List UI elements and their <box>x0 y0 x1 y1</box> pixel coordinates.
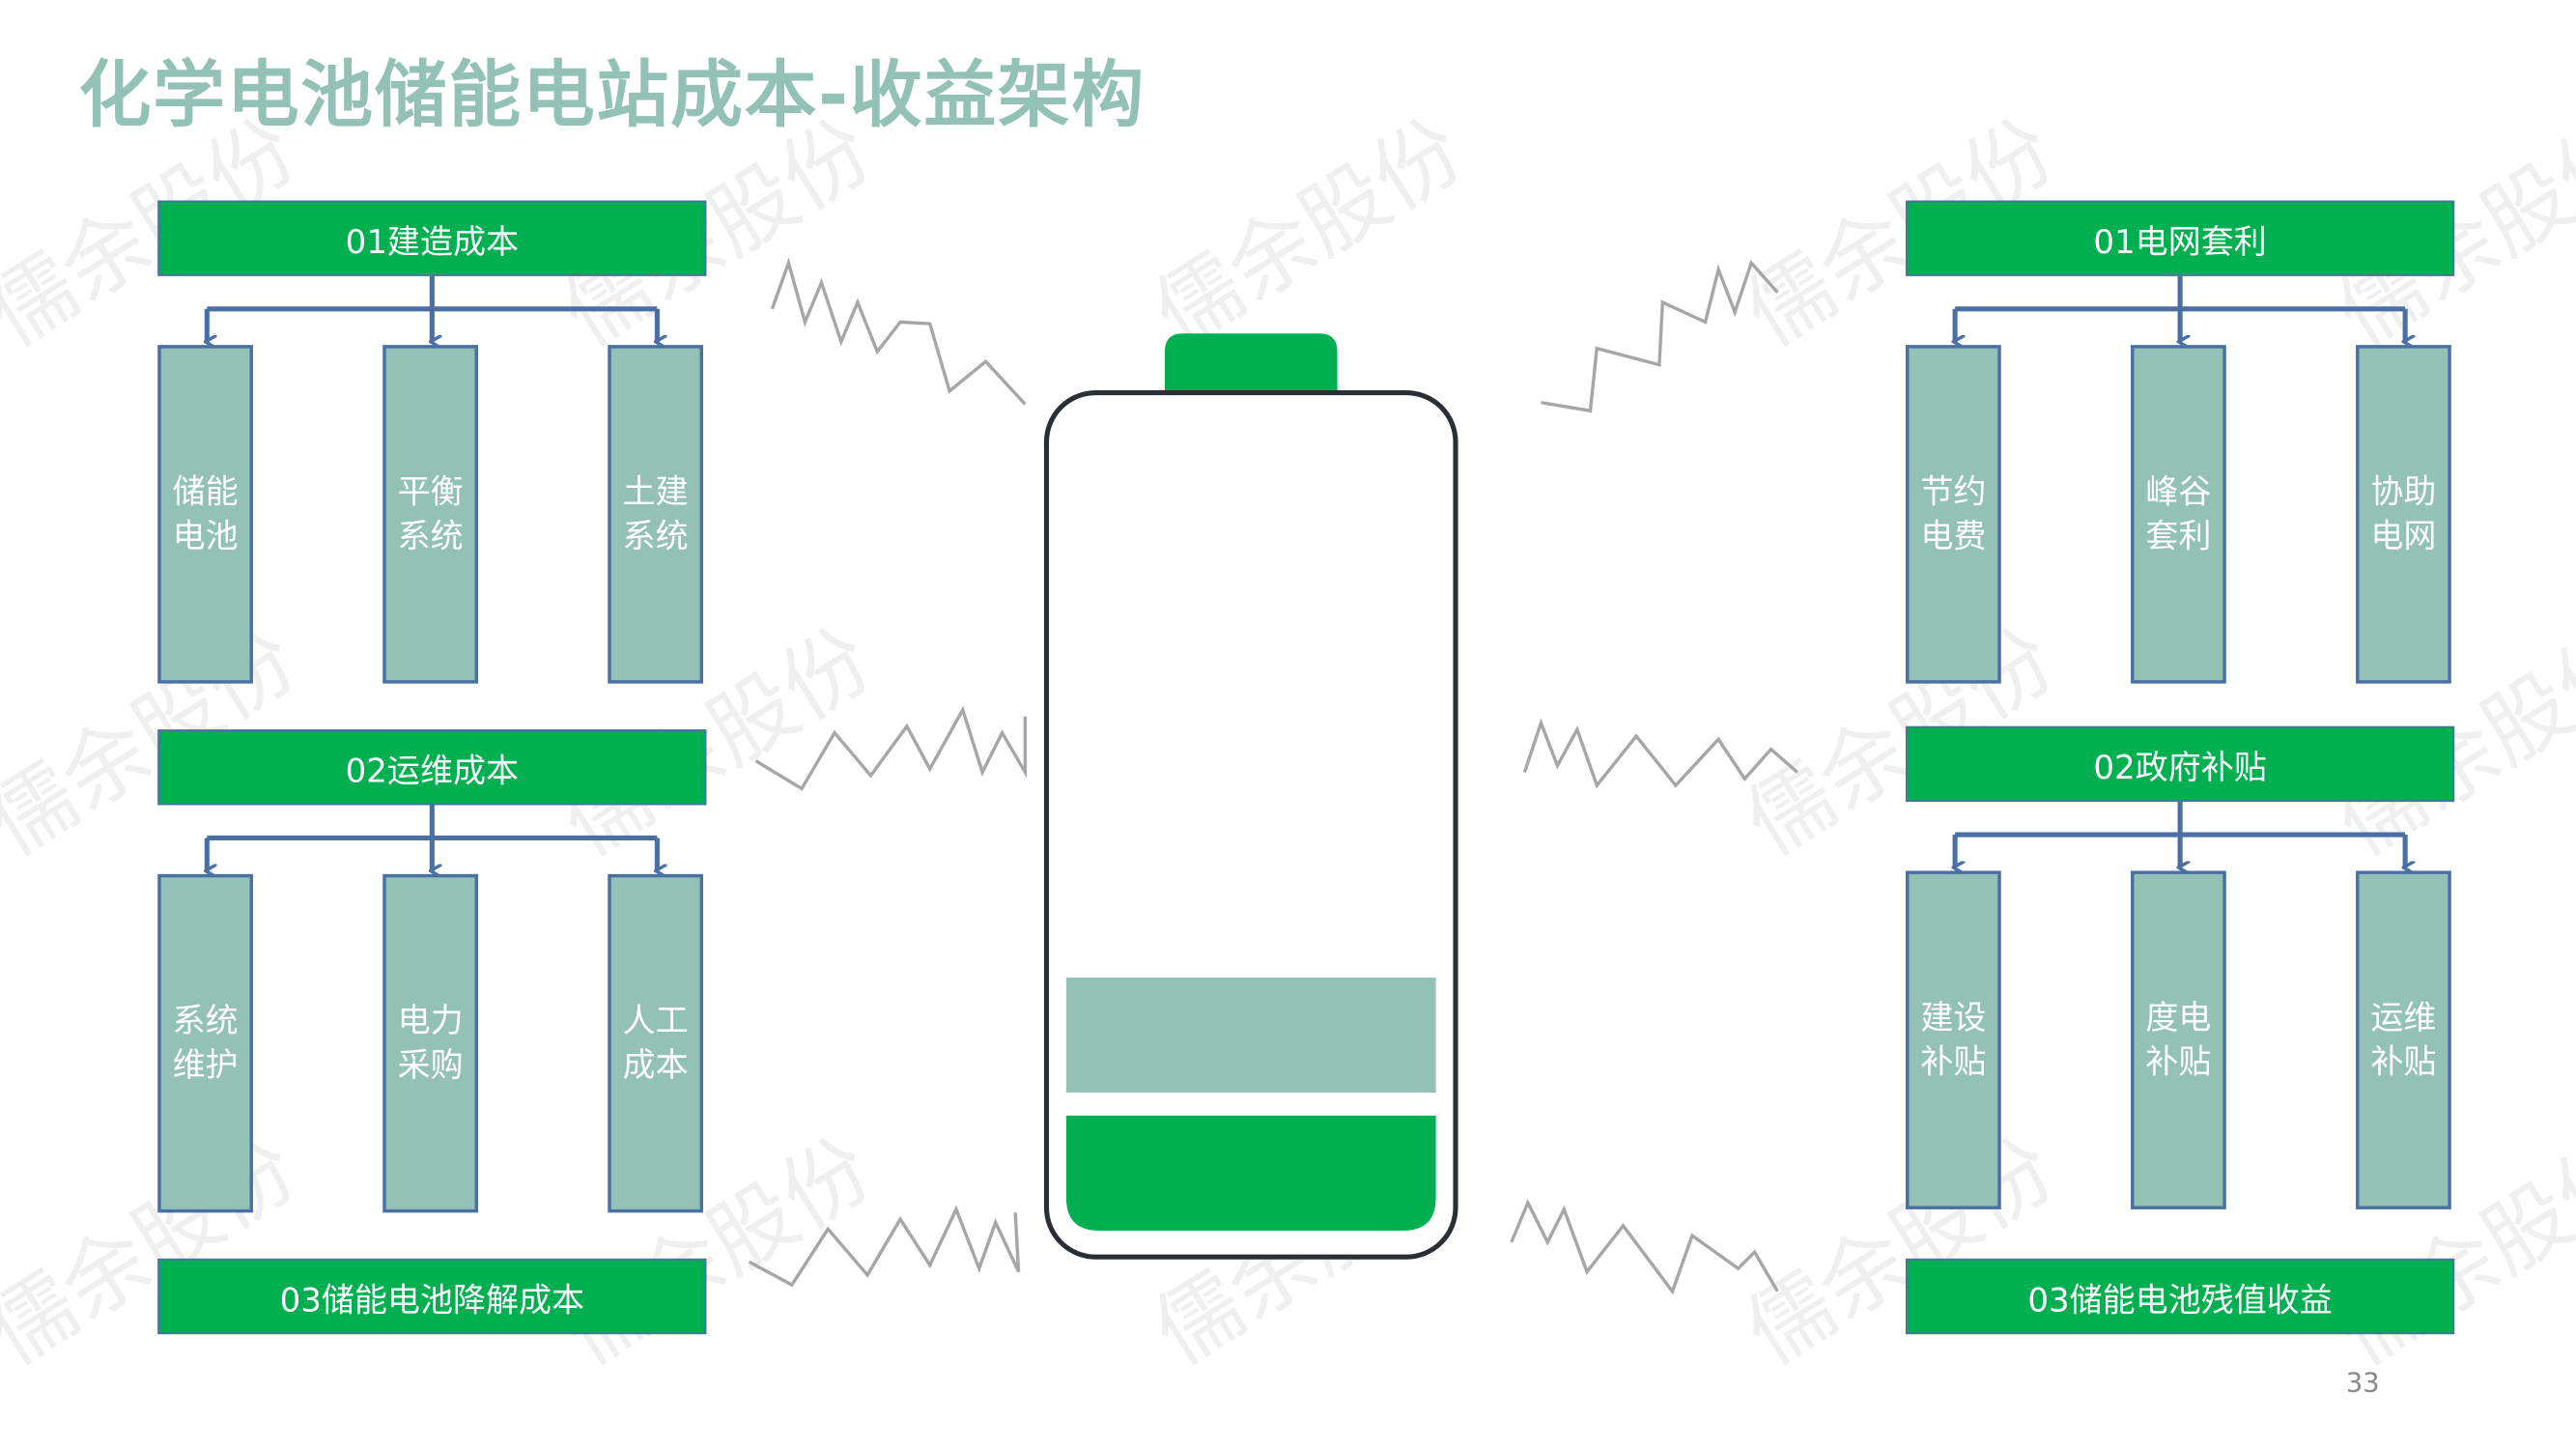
battery-level-teal <box>1065 978 1436 1094</box>
revenue-item: 度电补贴 <box>2131 870 2226 1209</box>
connector-line <box>207 805 658 841</box>
revenue-item: 运维补贴 <box>2356 870 2451 1209</box>
battery-icon <box>1043 333 1458 1260</box>
revenue-header-residual: 03储能电池残值收益 <box>1906 1258 2455 1335</box>
zigzag-decoration <box>1541 259 1779 413</box>
revenue-item: 建设补贴 <box>1906 870 2001 1209</box>
cost-item: 电力采购 <box>382 873 478 1213</box>
cost-item: 储能电池 <box>157 345 253 684</box>
page-number: 33 <box>2345 1367 2380 1399</box>
zigzag-decoration <box>1522 718 1798 789</box>
zigzag-decoration <box>754 705 1028 791</box>
cost-item: 平衡系统 <box>382 345 478 684</box>
battery-cap <box>1164 333 1338 391</box>
cost-item: 系统维护 <box>157 873 253 1213</box>
cost-item: 人工成本 <box>608 873 703 1213</box>
cost-item: 土建系统 <box>608 345 703 684</box>
revenue-header-arbitrage: 01电网套利 <box>1906 200 2455 276</box>
cost-header-degradation: 03储能电池降解成本 <box>157 1258 707 1335</box>
revenue-item: 峰谷套利 <box>2131 345 2226 684</box>
revenue-item: 协助电网 <box>2356 345 2451 684</box>
connector-line <box>1955 275 2406 312</box>
zigzag-decoration <box>1510 1198 1779 1295</box>
zigzag-decoration <box>748 1205 1021 1288</box>
revenue-item: 节约电费 <box>1906 345 2001 684</box>
connector-line <box>207 275 658 312</box>
connector-line <box>1955 802 2406 838</box>
zigzag-decoration <box>770 257 1027 406</box>
battery-level-green <box>1065 1115 1436 1231</box>
slide-title: 化学电池储能电站成本-收益架构 <box>78 54 1146 138</box>
revenue-header-subsidy: 02政府补贴 <box>1906 725 2455 803</box>
cost-header-construction: 01建造成本 <box>157 200 707 276</box>
cost-header-operation: 02运维成本 <box>157 729 707 806</box>
